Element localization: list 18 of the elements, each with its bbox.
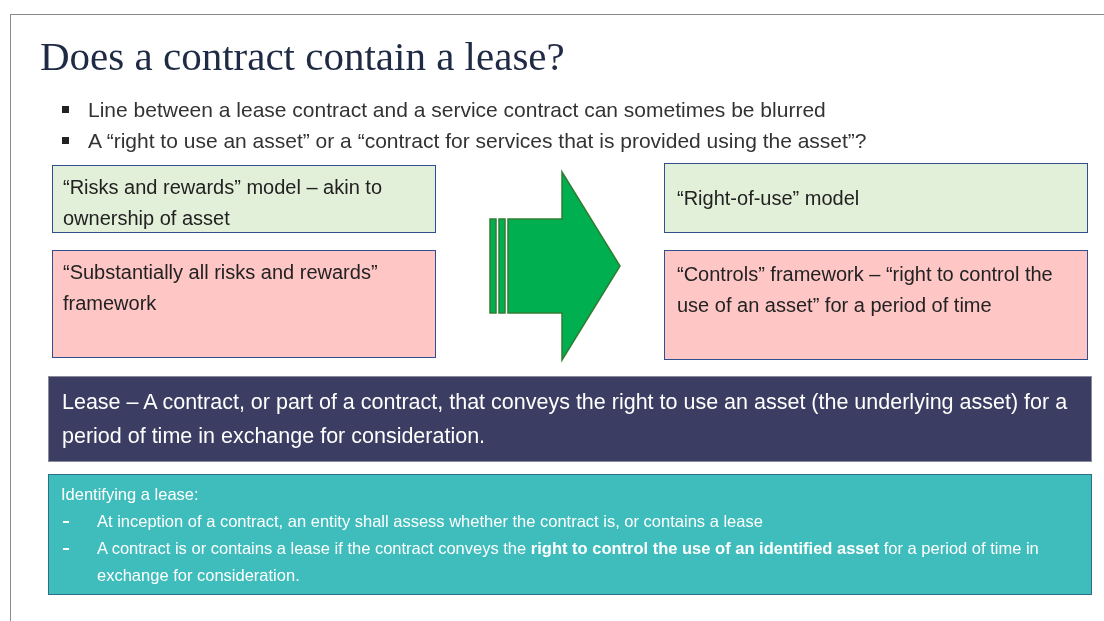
box-text: “Controls” framework – “right to control the use of an asset” for a period of time: [677, 262, 1054, 318]
list-item: At inception of a contract, an entity shall assess whether the contract is, or contains a lease: [97, 512, 763, 530]
text-box: [52, 250, 436, 358]
box-text: “Substantially all risks and rewards” framework: [63, 260, 379, 316]
list-item: A contract is or contains a lease if the contract conveys the right to control the use of an identified asset for a period of time in exchange for consideration.: [97, 539, 1039, 584]
box-text: Lease – A contract, or part of a contract, that conveys the right to use an asset (the underlying asset) for a period of time in exchange for consideration.: [62, 389, 1069, 450]
definition-box: [48, 376, 1092, 462]
text-box: [52, 165, 436, 233]
box-text: “Risks and rewards” model – akin to ownership of asset: [63, 175, 383, 231]
slide-title: Does a contract contain a lease?: [40, 32, 565, 80]
box-text: “Right-of-use” model: [677, 185, 861, 211]
definition-box: [48, 474, 1092, 595]
bullet-text: Line between a lease contract and a service contract can sometimes be blurred: [88, 97, 826, 123]
text-box: [664, 163, 1088, 233]
list-heading: Identifying a lease:: [61, 484, 200, 505]
bullet-text: A “right to use an asset” or a “contract for services that is provided using the asset”?: [88, 128, 867, 154]
block-arrow: [489, 169, 621, 363]
text-box: [664, 250, 1088, 360]
